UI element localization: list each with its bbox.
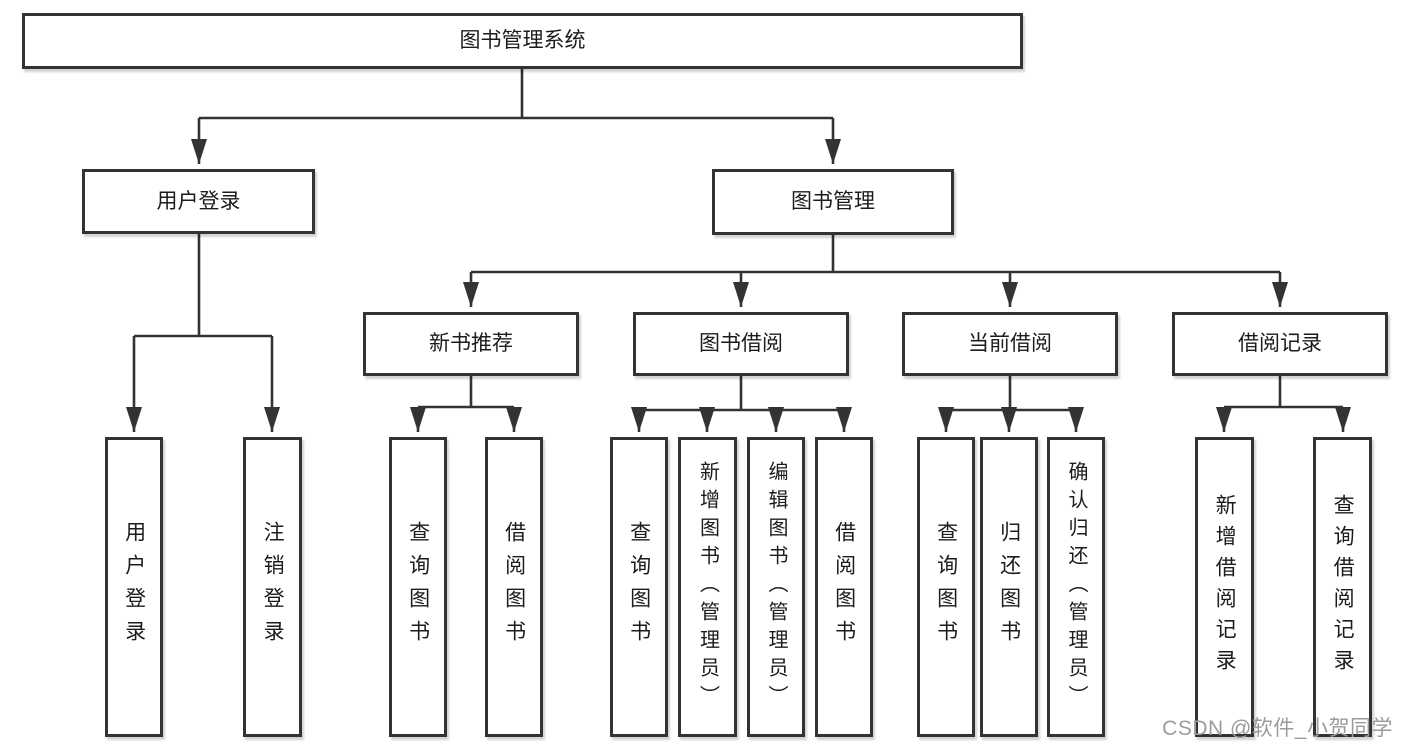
leaf-add-borrow-record: 新增借阅记录 <box>1195 437 1254 737</box>
node-borrow-records: 借阅记录 <box>1172 312 1388 376</box>
leaf-logout: 注销登录 <box>243 437 302 737</box>
watermark: CSDN @软件_小贺同学 <box>1162 717 1393 740</box>
leaf-query-borrow-record: 查询借阅记录 <box>1313 437 1372 737</box>
node-book-borrowing: 图书借阅 <box>633 312 849 376</box>
node-library-management-system: 图书管理系统 <box>22 13 1023 69</box>
leaf-query-books-recommend: 查询图书 <box>389 437 447 737</box>
leaf-return-books: 归还图书 <box>980 437 1038 737</box>
node-current-borrowing: 当前借阅 <box>902 312 1118 376</box>
leaf-edit-book-admin: 编辑图书（管理员） <box>747 437 805 737</box>
leaf-query-books-current: 查询图书 <box>917 437 975 737</box>
leaf-query-books-borrowing: 查询图书 <box>610 437 668 737</box>
node-book-management: 图书管理 <box>712 169 954 235</box>
node-user-login: 用户登录 <box>82 169 315 234</box>
node-new-book-recommend: 新书推荐 <box>363 312 579 376</box>
leaf-confirm-return-admin: 确认归还（管理员） <box>1047 437 1105 737</box>
leaf-borrow-books: 借阅图书 <box>815 437 873 737</box>
leaf-add-book-admin: 新增图书（管理员） <box>678 437 737 737</box>
leaf-user-login: 用户登录 <box>105 437 163 737</box>
leaf-borrow-books-recommend: 借阅图书 <box>485 437 543 737</box>
